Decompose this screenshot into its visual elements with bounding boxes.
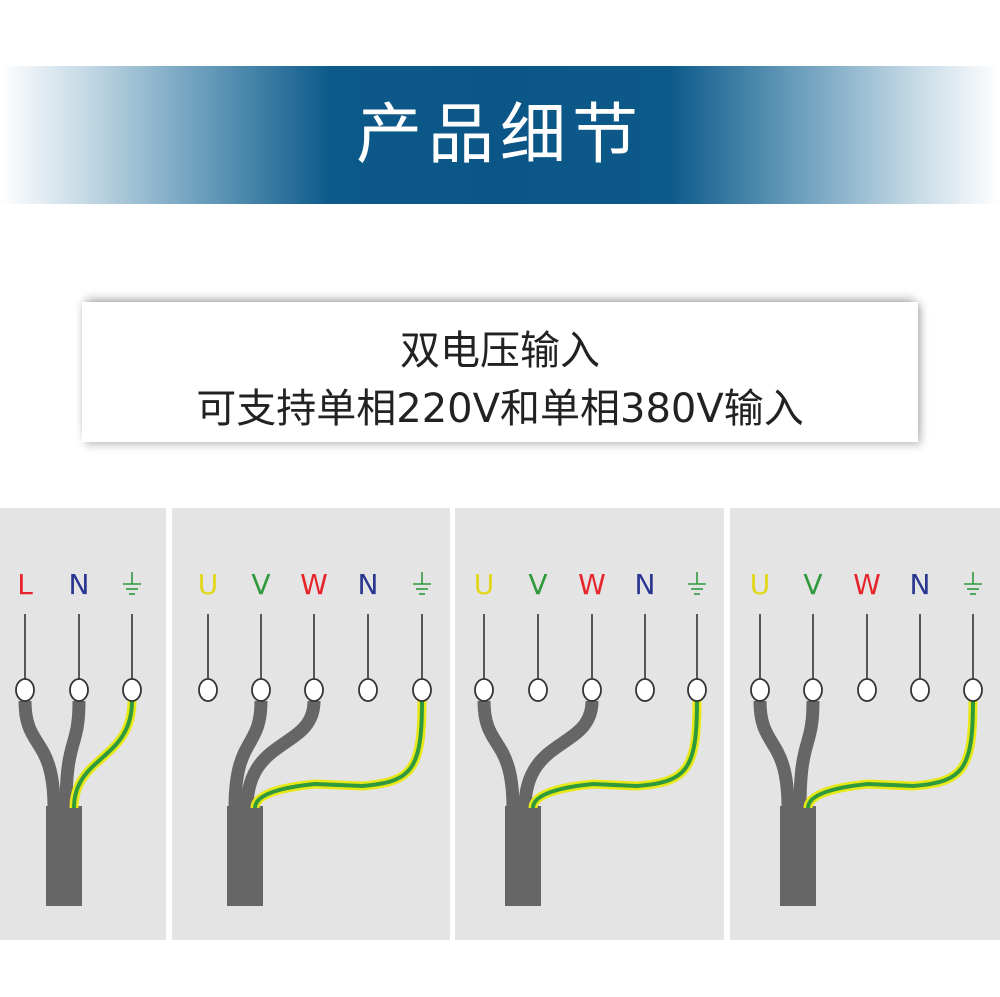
terminal-ring [687, 678, 707, 702]
terminal-ring [803, 678, 823, 702]
cable-jacket [780, 806, 816, 906]
terminal-label-v: V [528, 568, 547, 601]
info-box: 双电压输入 可支持单相220V和单相380V输入 [82, 302, 918, 442]
header-banner: 产品细节 [0, 66, 1000, 204]
cable-jacket [505, 806, 541, 906]
gray-wire [518, 700, 599, 809]
ground-symbol-icon [123, 572, 141, 595]
ground-wire-inner [72, 700, 134, 809]
terminal-ring [582, 678, 602, 702]
terminal-ring [122, 678, 142, 702]
terminal-label-u: U [198, 568, 219, 601]
terminal-ring [910, 678, 930, 702]
terminal-label-u: U [474, 568, 495, 601]
info-line-support: 可支持单相220V和单相380V输入 [196, 386, 804, 432]
terminal-label-n: N [910, 568, 931, 601]
ground-symbol-icon [688, 572, 706, 595]
terminal-ring [412, 678, 432, 702]
ground-symbol-icon [964, 572, 982, 595]
terminal-ring [358, 678, 378, 702]
terminal-ring [15, 678, 35, 702]
panel-background [730, 508, 1000, 940]
gray-wire [753, 700, 795, 809]
terminal-label-w: W [578, 568, 606, 601]
ground-wire-inner [531, 700, 699, 809]
terminal-ring [474, 678, 494, 702]
terminal-ring [251, 678, 271, 702]
info-line-voltage: 双电压输入 [400, 328, 600, 374]
cable-jacket [46, 806, 82, 906]
terminal-label-w: W [300, 568, 328, 601]
cable-jacket [227, 806, 263, 906]
terminal-ring [963, 678, 983, 702]
terminal-label-n: N [358, 568, 379, 601]
gray-wire [240, 700, 321, 809]
ground-symbol-icon [413, 572, 431, 595]
terminal-ring [69, 678, 89, 702]
gray-wire [228, 700, 268, 809]
terminal-label-u: U [750, 568, 771, 601]
terminal-label-v: V [803, 568, 822, 601]
terminal-label-l: L [17, 568, 33, 601]
terminal-ring [198, 678, 218, 702]
gray-wire [59, 700, 86, 809]
terminal-ring [750, 678, 770, 702]
ground-wire-inner [253, 700, 424, 809]
terminal-ring [857, 678, 877, 702]
gray-wire [18, 700, 61, 809]
terminal-label-v: V [251, 568, 270, 601]
terminal-label-w: W [853, 568, 881, 601]
gray-wire [793, 700, 820, 809]
terminal-ring [304, 678, 324, 702]
terminal-label-n: N [635, 568, 656, 601]
terminal-ring [528, 678, 548, 702]
terminal-label-n: N [69, 568, 90, 601]
gray-wire [477, 700, 520, 809]
ground-wire-inner [806, 700, 975, 809]
terminal-ring [635, 678, 655, 702]
page-title: 产品细节 [356, 96, 644, 173]
